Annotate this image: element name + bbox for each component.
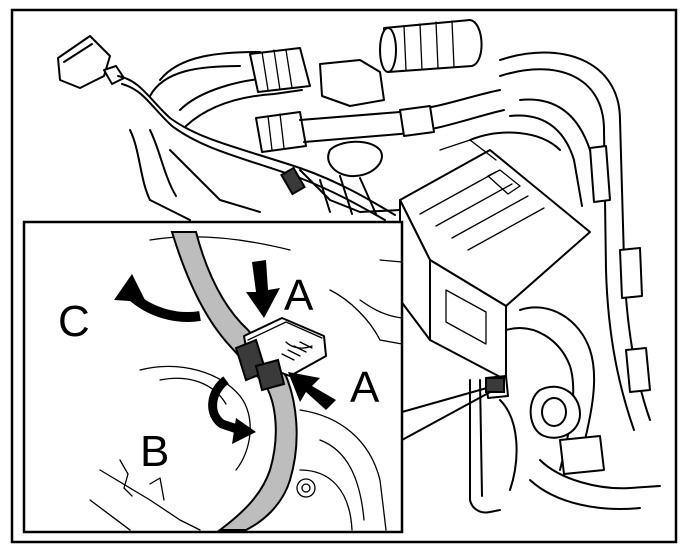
- callout-line-bottom: [401, 389, 495, 441]
- curved-arrow-c: [114, 274, 201, 322]
- control-module-box: [399, 131, 591, 381]
- arrow-a-top: [246, 260, 280, 318]
- inset-frame: [22, 220, 404, 534]
- harness-clip: [234, 317, 327, 392]
- callout-line-top: [401, 385, 495, 413]
- engine-background-drawing: [57, 19, 661, 514]
- clip-location-marker: [485, 377, 505, 393]
- arrow-a-right: [288, 372, 336, 410]
- label-c: C: [58, 297, 90, 346]
- connector-plug: [57, 35, 125, 89]
- label-a-top: A: [284, 271, 314, 320]
- label-b: B: [140, 427, 169, 476]
- curved-arrow-b: [208, 376, 256, 444]
- upper-cylinder: [379, 19, 483, 73]
- label-a-right: A: [350, 363, 380, 412]
- inset-detail: [22, 220, 404, 534]
